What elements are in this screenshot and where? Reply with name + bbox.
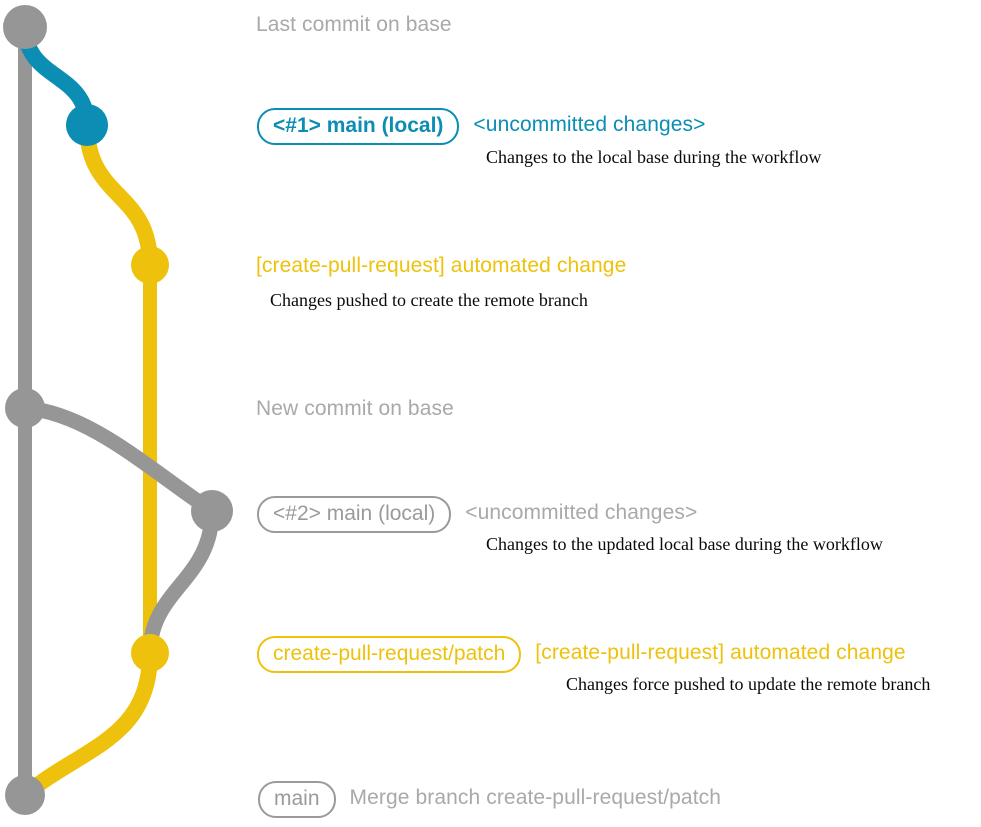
commit-subject-automated-change-2: [create-pull-request] automated change [535, 641, 906, 664]
commit-description-4: Changes force pushed to update the remot… [566, 674, 931, 694]
commit-description-3: Changes to the updated local base during… [486, 534, 883, 554]
patch-merge-line [17, 645, 158, 803]
ref-badge-create-pull-request-patch[interactable]: create-pull-request/patch [257, 636, 522, 673]
commit-dot-base-new[interactable] [5, 388, 45, 428]
commit-subject-automated-change-1: [create-pull-request] automated change [256, 254, 627, 277]
local-updated-to-patch-line [142, 503, 220, 661]
row-new-commit-on-base: New commit on base [256, 396, 454, 421]
commit-subject-uncommitted-changes-2: <uncommitted changes> [465, 501, 698, 524]
commit-dot-patch-1[interactable] [131, 246, 169, 284]
commit-dot-base-top[interactable] [3, 5, 47, 49]
patch-branch-line-top [79, 117, 158, 273]
commit-dot-local-1[interactable] [66, 104, 108, 146]
row-merge: main Merge branch create-pull-request/pa… [258, 781, 721, 818]
commit-dot-local-2[interactable] [191, 490, 233, 532]
row-main-local-2: <#2> main (local) <uncommitted changes> [257, 496, 697, 533]
commit-dot-merge[interactable] [5, 775, 45, 815]
commit-description-2: Changes pushed to create the remote bran… [270, 290, 588, 310]
commit-subject-last-commit-on-base: Last commit on base [256, 13, 452, 36]
commit-subject-new-commit-on-base: New commit on base [256, 397, 454, 420]
ref-badge-main[interactable]: main [258, 781, 336, 818]
ref-badge-main-local-2[interactable]: <#2> main (local) [257, 496, 452, 533]
commit-subject-merge-branch: Merge branch create-pull-request/patch [349, 786, 722, 809]
row-patch-branch: create-pull-request/patch [create-pull-r… [257, 636, 906, 673]
local-updated-branch-line [17, 400, 220, 519]
row-last-commit-on-base: Last commit on base [256, 12, 452, 37]
commit-description-1: Changes to the local base during the wor… [486, 147, 822, 167]
ref-badge-main-local-1[interactable]: <#1> main (local) [257, 108, 460, 145]
commit-subject-uncommitted-changes-1: <uncommitted changes> [473, 113, 706, 136]
commit-dot-patch-2[interactable] [131, 634, 169, 672]
row-main-local-1: <#1> main (local) <uncommitted changes> [257, 108, 706, 145]
